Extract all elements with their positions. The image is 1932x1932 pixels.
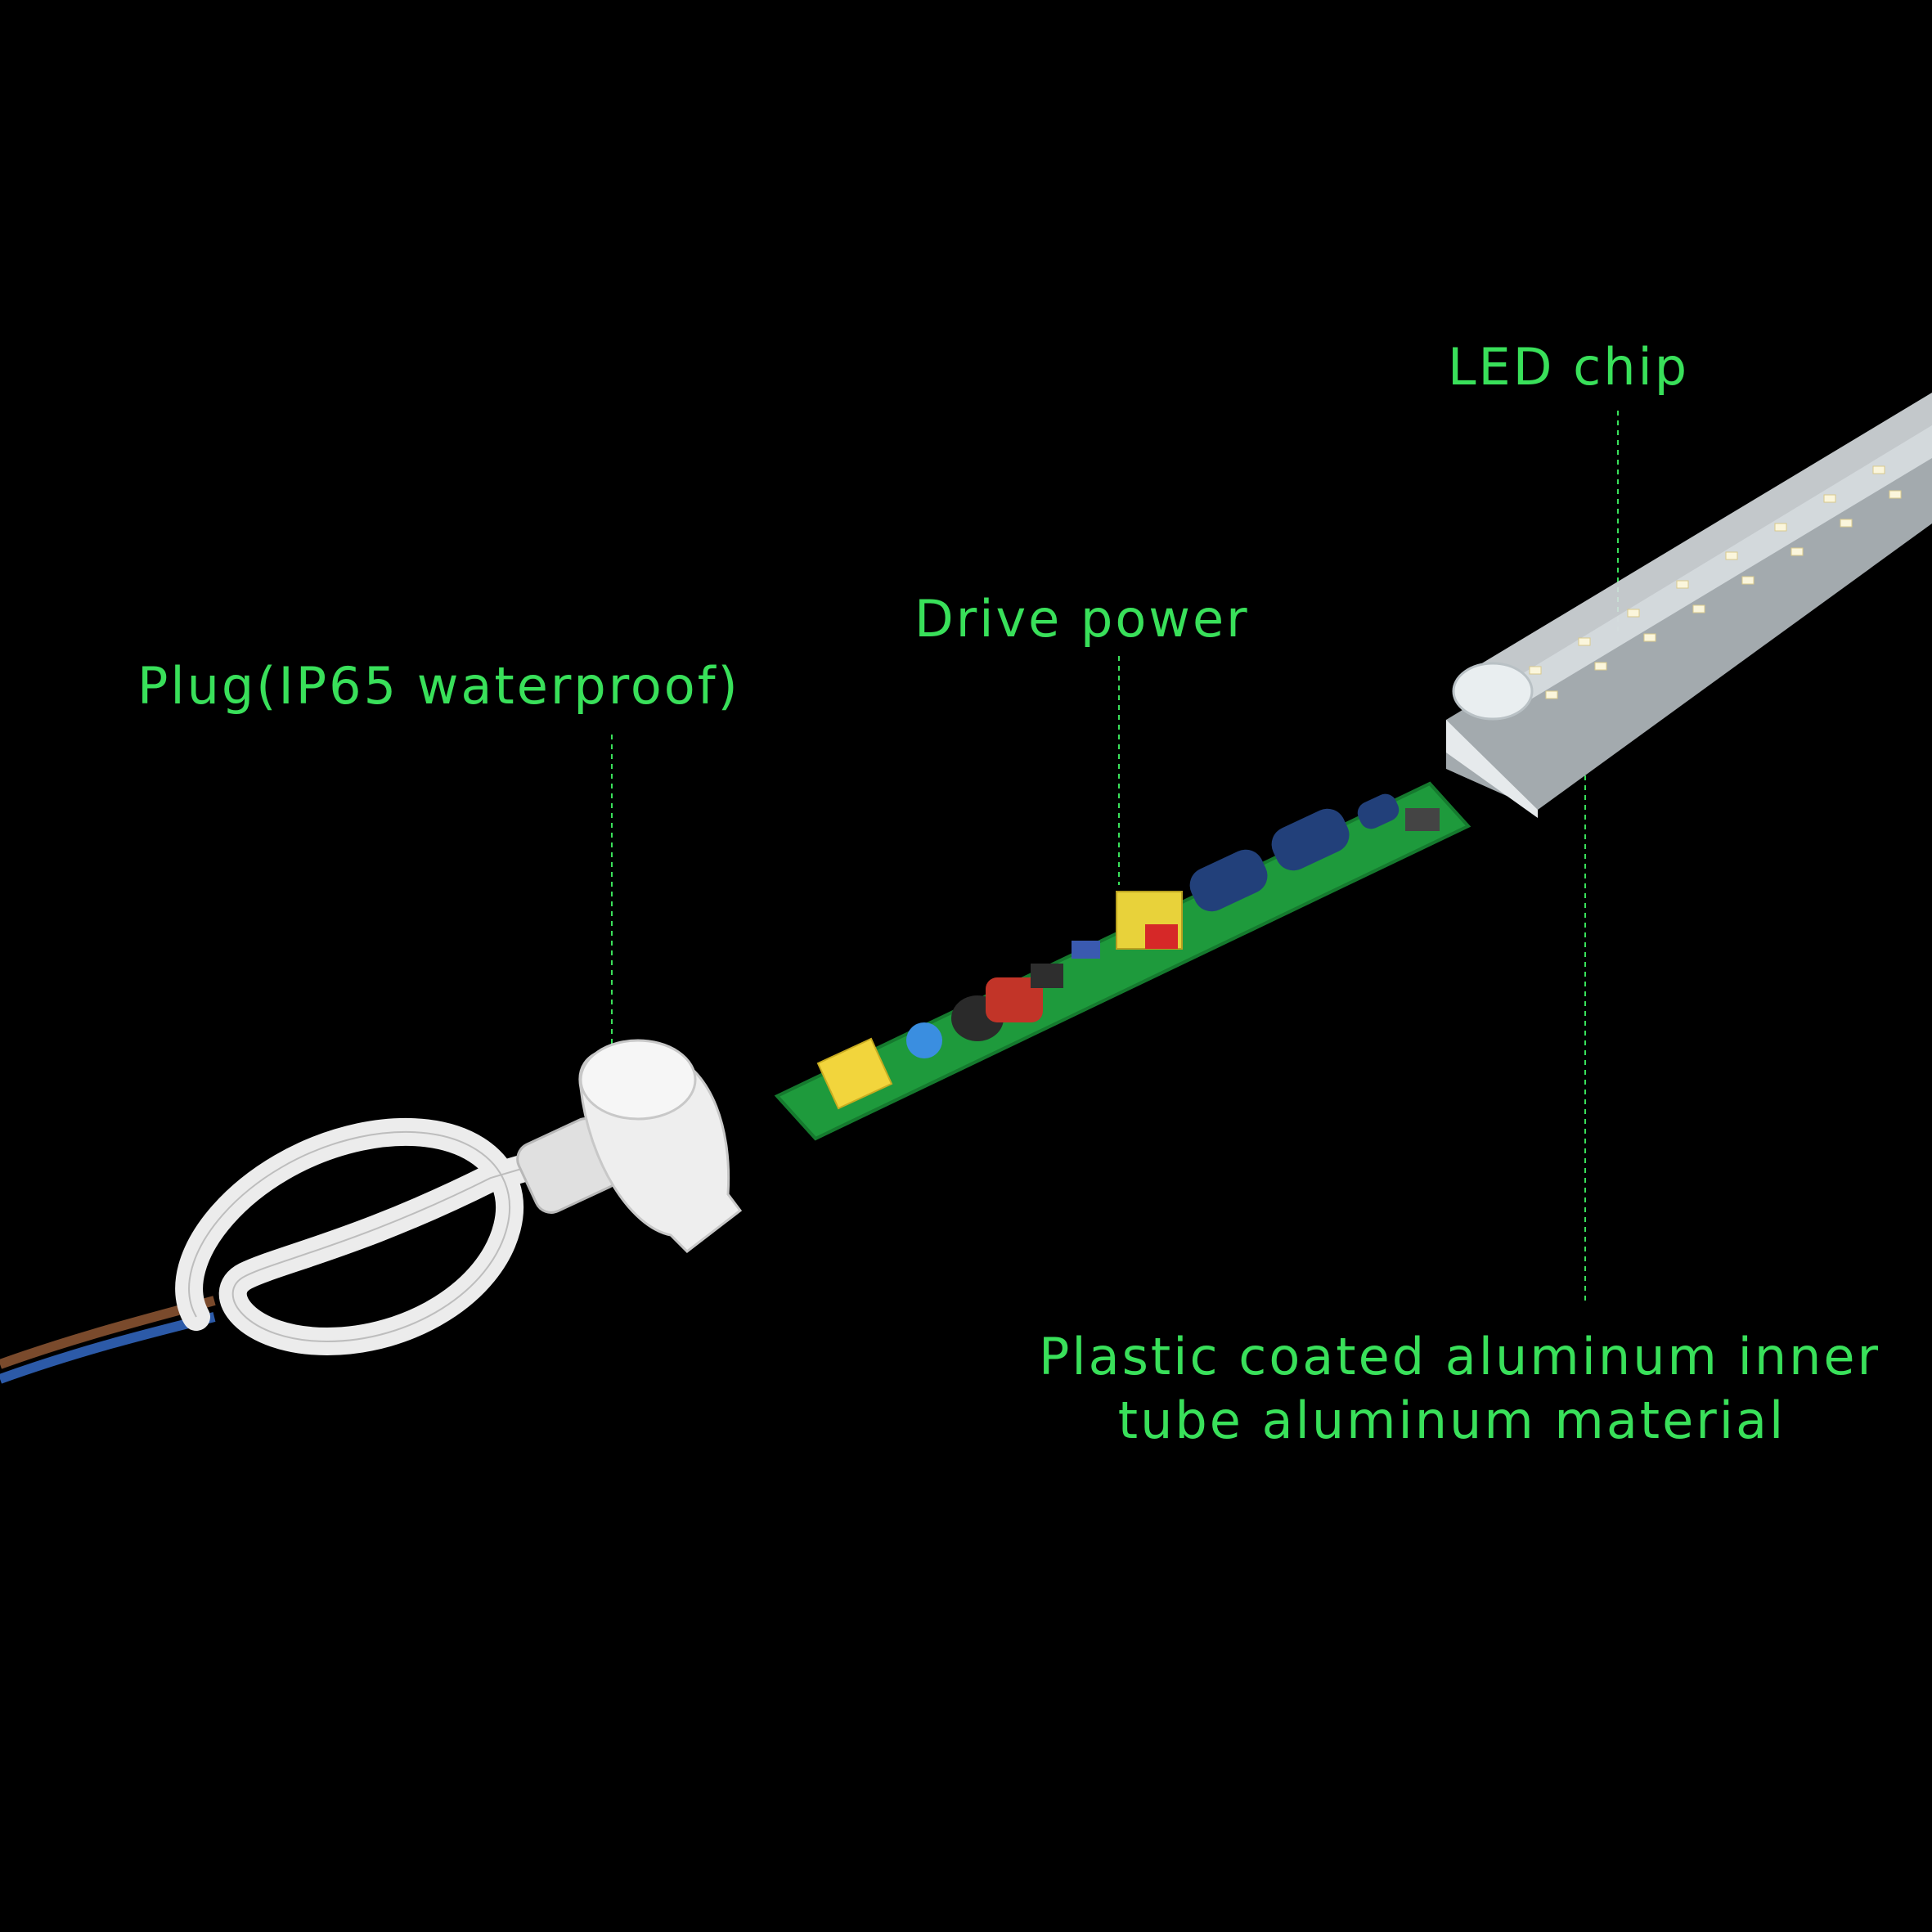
pcb-icon [774,781,1471,1141]
drive-power-label: Drive power [914,589,1250,649]
tube-material-label: Plastic coated aluminum inner tube alumi… [1039,1325,1881,1453]
led-chip-label: LED chip [1448,337,1690,397]
tube-material-label-line-1: Plastic coated aluminum inner [1039,1327,1881,1386]
leader-lines [611,411,1619,1305]
led-tube-icon [1446,393,1932,818]
plug-label: Plug(IP65 waterproof) [137,656,740,716]
plug-icon [0,1039,743,1384]
tube-material-label-line-2: tube aluminum material [1117,1391,1786,1450]
